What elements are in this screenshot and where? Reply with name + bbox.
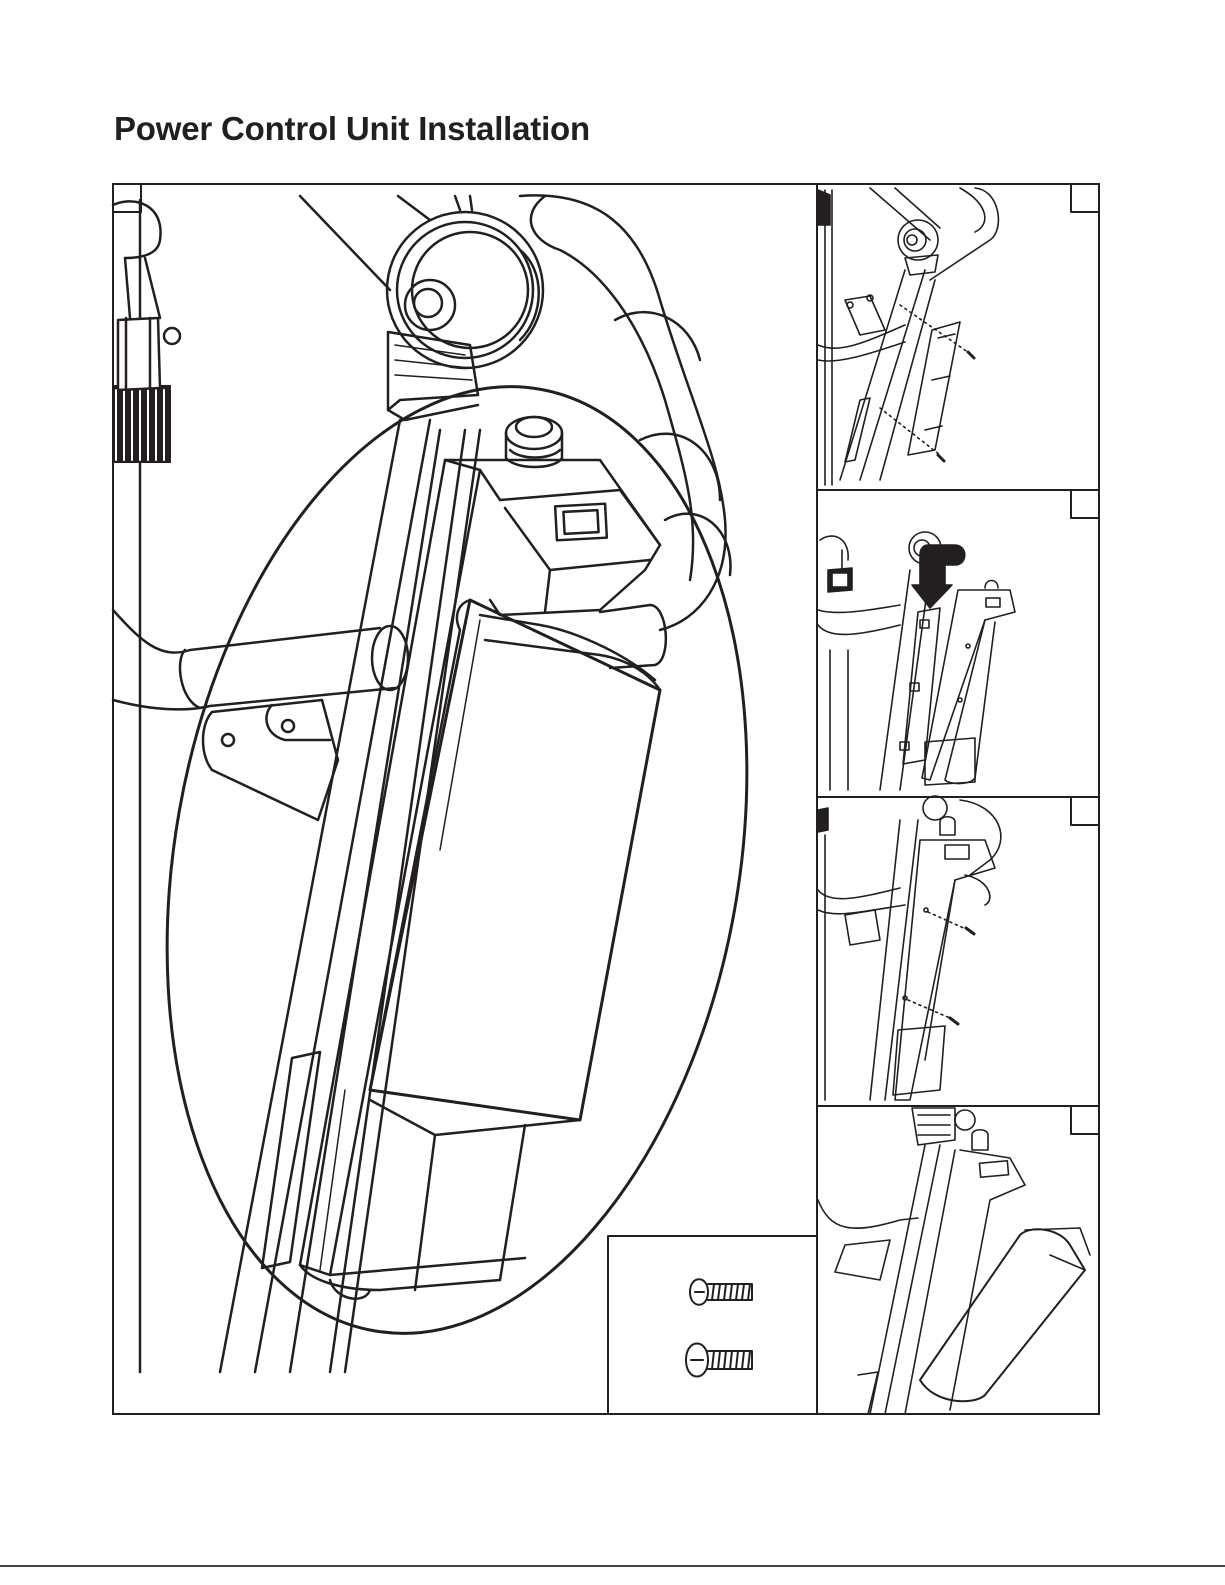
step-tab <box>1071 184 1099 212</box>
step-tab <box>1071 1106 1099 1134</box>
step-2-unit-slide-on <box>818 532 1015 790</box>
power-control-unit <box>300 417 660 1299</box>
hardware-inset <box>608 1236 817 1414</box>
step-panels <box>817 184 1099 1414</box>
main-step-tab <box>113 184 141 212</box>
step-3-unit-screw-fasten <box>818 796 1001 1100</box>
page-footer-rule <box>0 1565 1225 1567</box>
screw-icon <box>686 1344 752 1377</box>
main-view <box>96 184 817 1380</box>
step-tab <box>1071 797 1099 825</box>
step-4-cover-open <box>818 1108 1090 1414</box>
step-tab <box>1071 490 1099 518</box>
detail-callout-ellipse <box>96 340 817 1379</box>
tension-knob <box>113 258 180 463</box>
step-1-bracket-attach <box>818 188 998 485</box>
screw-icon <box>690 1279 752 1305</box>
